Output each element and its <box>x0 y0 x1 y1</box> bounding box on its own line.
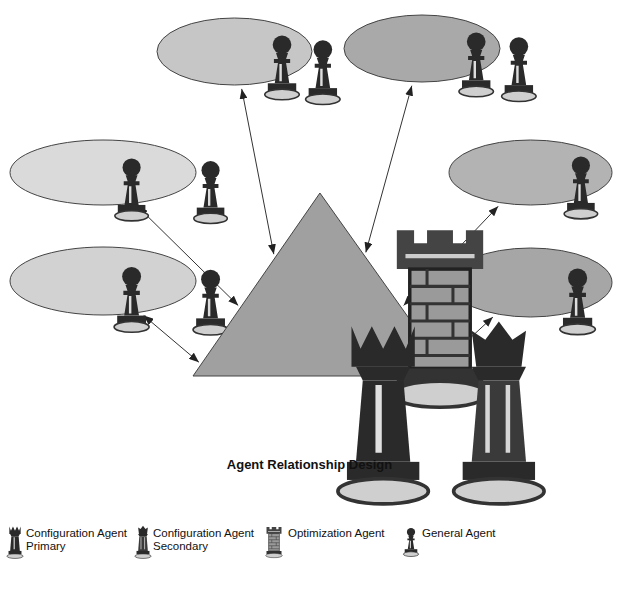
ellipse-shape <box>449 140 612 205</box>
agent-group-ellipse <box>9 139 197 206</box>
pawn-use <box>459 32 494 96</box>
pawn-use <box>306 40 341 104</box>
pawn-use <box>114 267 149 332</box>
ellipse-shape <box>10 247 196 315</box>
kings-icon <box>454 322 544 504</box>
legend-label: Optimization Agent <box>288 527 385 540</box>
agent-group-ellipse <box>156 17 313 86</box>
kingp-use <box>338 326 428 504</box>
pawn-use <box>115 158 149 220</box>
general-agent-icon <box>402 525 420 559</box>
optimization-agent-icon <box>265 525 283 559</box>
bidirectional-arrow <box>366 86 412 253</box>
ellipse-outline <box>9 139 197 206</box>
agent-triangle <box>190 190 453 380</box>
pawn-use <box>194 161 228 223</box>
pawn-icon <box>193 270 228 335</box>
bidirectional-arrow <box>144 316 199 363</box>
ellipse-shape <box>10 140 196 205</box>
ellipse-outline <box>343 14 501 83</box>
pawn-use <box>502 37 537 101</box>
pawn-icon <box>265 35 300 99</box>
agent-group-ellipse <box>448 139 613 206</box>
pawn-icon <box>459 32 494 96</box>
ellipse-outline <box>156 17 313 86</box>
legend-label: Configuration Agent Primary <box>26 527 141 553</box>
pawn-icon <box>502 37 537 101</box>
pawn-icon <box>114 267 149 332</box>
legend-label: Configuration Agent Secondary <box>153 527 268 553</box>
legend-label: General Agent <box>422 527 496 540</box>
pawn-use <box>265 35 300 99</box>
primary-agent-icon <box>6 525 24 559</box>
ellipse-outline <box>9 246 197 316</box>
pawn-icon <box>115 158 149 220</box>
kings-use <box>454 322 544 504</box>
pawn-use <box>564 156 598 218</box>
rook-use <box>393 230 488 407</box>
agent-group-ellipse <box>343 14 501 83</box>
diagram-title: Agent Relationship Design <box>0 457 619 472</box>
triangle-outline <box>190 190 453 380</box>
rook-icon <box>393 230 488 407</box>
bidirectional-arrow <box>242 89 274 254</box>
pawn-use <box>193 270 228 335</box>
pawn-icon <box>306 40 341 104</box>
ellipse-shape <box>157 18 312 85</box>
pawn-icon <box>560 269 596 335</box>
pawn-icon <box>564 156 598 218</box>
agent-group-ellipse <box>9 246 197 316</box>
pawn-use <box>560 269 596 335</box>
kingp-icon <box>338 326 428 504</box>
pawn-icon <box>194 161 228 223</box>
ellipse-outline <box>448 139 613 206</box>
secondary-agent-icon <box>134 525 152 559</box>
